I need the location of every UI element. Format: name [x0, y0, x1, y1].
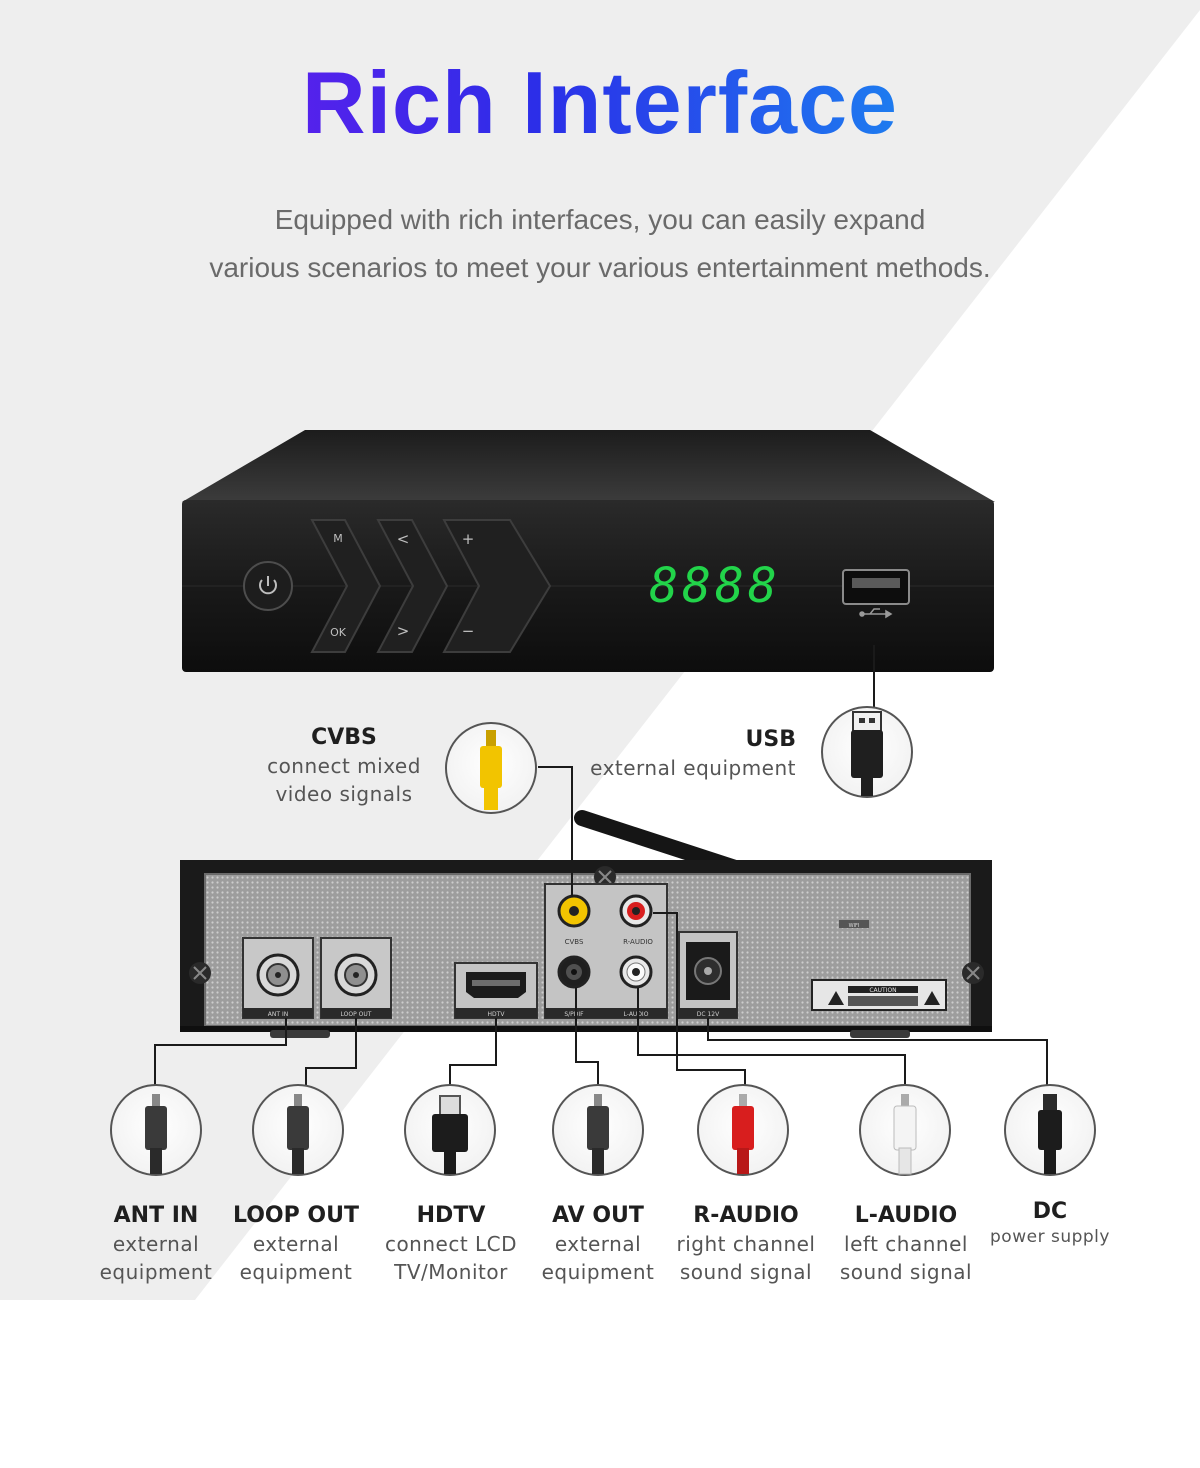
minus-button[interactable]: − — [462, 622, 475, 640]
r-audio-cable-icon — [697, 1084, 789, 1176]
dc-port-label: DC 12V — [697, 1011, 720, 1018]
av-out-cable-icon — [552, 1084, 644, 1176]
usb-symbol-icon — [859, 608, 893, 619]
receiver-top — [182, 430, 995, 502]
loop-out-desc-2: equipment — [239, 1260, 353, 1284]
page-title: Rich Interface — [0, 52, 1200, 154]
usb-cable-icon — [821, 706, 913, 798]
page-subtitle: Equipped with rich interfaces, you can e… — [0, 196, 1200, 292]
subtitle-line-1: Equipped with rich interfaces, you can e… — [274, 204, 926, 235]
left-button[interactable]: < — [397, 530, 410, 548]
l-audio-desc-2: sound signal — [839, 1260, 973, 1284]
usb-label: USB external equipment — [580, 726, 796, 782]
led-display: 8888 — [649, 558, 781, 614]
loop-out-port-label: LOOP OUT — [341, 1011, 372, 1018]
cvbs-label: CVBS connect mixed video signals — [256, 724, 432, 808]
r-audio-desc-2: sound signal — [679, 1260, 813, 1284]
r-audio-name: R-AUDIO — [693, 1203, 799, 1228]
ant-in-desc-1: external — [112, 1232, 200, 1256]
l-audio-label: L-AUDIO left channel sound signal — [828, 1202, 984, 1286]
r-audio-port-label: R-AUDIO — [623, 938, 653, 946]
hdtv-label: HDTV connect LCD TV/Monitor — [373, 1202, 529, 1286]
wifi-port-label: WIFI — [849, 923, 860, 929]
ant-in-desc-2: equipment — [99, 1260, 213, 1284]
cvbs-port-label: CVBS — [565, 938, 584, 946]
caution-sticker: CAUTION — [811, 979, 947, 1011]
cvbs-label-desc-1: connect mixed — [267, 754, 421, 778]
button-chevrons — [310, 519, 552, 653]
warning-icon — [828, 991, 844, 1005]
loop-out-label: LOOP OUT external equipment — [226, 1202, 366, 1286]
cvbs-label-desc-2: video signals — [275, 782, 413, 806]
l-audio-desc-1: left channel — [844, 1232, 968, 1256]
loop-out-cable-icon — [252, 1084, 344, 1176]
hdmi-cable-icon — [404, 1084, 496, 1176]
cvbs-label-name: CVBS — [311, 725, 377, 750]
hdtv-name: HDTV — [416, 1203, 486, 1228]
dc-port: DC 12V — [678, 931, 738, 1019]
usb-label-desc-1: external equipment — [590, 756, 796, 780]
spdif-port-label: S/PDIF — [564, 1011, 584, 1018]
warning-icon — [924, 991, 940, 1005]
hdtv-port-label: HDTV — [488, 1011, 506, 1018]
receiver-front: M < + OK > − 8888 — [182, 430, 995, 672]
hdmi-port: HDTV — [454, 962, 538, 1019]
dc-name: DC — [1032, 1199, 1068, 1224]
antenna-ports: ANT IN LOOP OUT — [242, 937, 392, 1019]
av-out-label: AV OUT external equipment — [530, 1202, 666, 1286]
hdtv-desc-1: connect LCD — [384, 1232, 518, 1256]
power-button[interactable] — [243, 561, 293, 611]
r-audio-label: R-AUDIO right channel sound signal — [666, 1202, 826, 1286]
l-audio-port-label: L-AUDIO — [624, 1011, 649, 1018]
connection-lines — [154, 766, 1048, 1085]
usb-port — [842, 569, 910, 619]
plus-button[interactable]: + — [462, 530, 475, 548]
l-audio-name: L-AUDIO — [854, 1203, 958, 1228]
right-button[interactable]: > — [397, 622, 410, 640]
ok-button[interactable]: OK — [330, 626, 347, 639]
menu-button[interactable]: M — [333, 532, 343, 545]
av-out-desc-1: external — [554, 1232, 642, 1256]
hdtv-desc-2: TV/Monitor — [394, 1260, 508, 1284]
ant-in-cable-icon — [110, 1084, 202, 1176]
subtitle-line-2: various scenarios to meet your various e… — [209, 252, 991, 283]
power-icon — [259, 579, 277, 595]
dc-cable-icon — [1004, 1084, 1096, 1176]
dc-label: DC power supply — [984, 1198, 1116, 1248]
av-out-name: AV OUT — [552, 1203, 644, 1228]
l-audio-cable-icon — [859, 1084, 951, 1176]
r-audio-desc-1: right channel — [676, 1232, 816, 1256]
caution-text: CAUTION — [869, 987, 896, 994]
cvbs-cable-icon — [445, 722, 537, 814]
av-ports: CVBS R-AUDIO S/PDIF L-AUDIO — [544, 883, 668, 1019]
ant-in-port-label: ANT IN — [268, 1011, 288, 1018]
av-out-desc-2: equipment — [541, 1260, 655, 1284]
dc-desc-1: power supply — [990, 1227, 1110, 1247]
receiver-rear: ANT IN LOOP OUT HDTV — [180, 810, 992, 1038]
loop-out-name: LOOP OUT — [233, 1203, 359, 1228]
ant-in-name: ANT IN — [113, 1203, 199, 1228]
usb-label-name: USB — [745, 727, 796, 752]
ant-in-label: ANT IN external equipment — [86, 1202, 226, 1286]
loop-out-desc-1: external — [252, 1232, 340, 1256]
